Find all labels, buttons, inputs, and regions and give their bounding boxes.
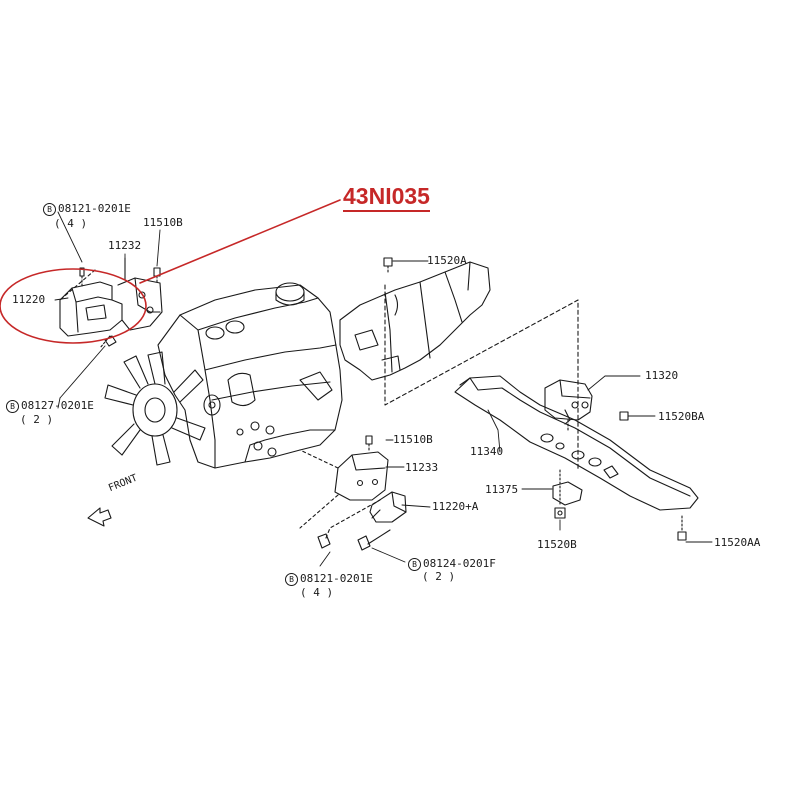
bolt-marker-icon: B	[408, 558, 421, 571]
bolt-marker-icon: B	[285, 573, 298, 586]
left-mount-assembly	[59, 257, 163, 349]
callout-part-number: 43NI035	[343, 183, 430, 212]
label-11520ba: 11520BA	[658, 410, 705, 423]
bolt-qty-3: ( 4 )	[300, 586, 334, 599]
bolt-marker-icon: B	[43, 203, 56, 216]
front-arrow-icon	[87, 507, 112, 527]
bolt-qty-4: ( 2 )	[422, 570, 456, 583]
cooling-fan	[104, 351, 206, 466]
bolt-code: 08127-0201E	[21, 399, 94, 412]
highlight-circle	[0, 268, 147, 344]
label-11520aa: 11520AA	[714, 536, 761, 549]
label-11233: 11233	[405, 461, 439, 474]
leader-lines	[54, 211, 713, 567]
bolt-code: 08124-0201F	[423, 557, 496, 570]
bolt-code: 08121-0201E	[300, 572, 373, 585]
fasteners	[383, 257, 687, 541]
label-11220: 11220	[12, 293, 46, 306]
crossmember	[454, 375, 699, 511]
right-mount-assembly	[299, 435, 407, 551]
label-11520a: 11520A	[427, 254, 467, 267]
label-11340: 11340	[470, 445, 504, 458]
label-11520b: 11520B	[537, 538, 577, 551]
bolt-qty-2: ( 2 )	[20, 413, 54, 426]
spacer-11375	[552, 481, 583, 506]
label-11510b-mid: 11510B	[393, 433, 433, 446]
label-11510b-top: 11510B	[143, 216, 183, 229]
transmission	[339, 261, 491, 381]
label-11375: 11375	[485, 483, 519, 496]
bolt-qty-1: ( 4 )	[54, 217, 88, 230]
label-11232: 11232	[108, 239, 142, 252]
rear-mount	[544, 379, 593, 431]
callout-leader-line	[139, 199, 341, 284]
engine-block	[157, 282, 343, 469]
bolt-code: 08121-0201E	[58, 202, 131, 215]
bolt-marker-icon: B	[6, 400, 19, 413]
label-11220-a: 11220+A	[432, 500, 479, 513]
label-11320: 11320	[645, 369, 679, 382]
